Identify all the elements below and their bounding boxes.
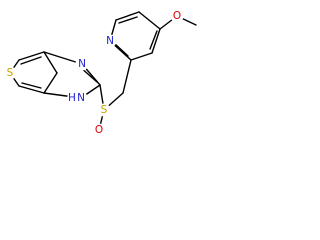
bond	[21, 82, 42, 89]
bond	[43, 51, 83, 65]
bond	[20, 56, 42, 65]
bond	[43, 51, 58, 74]
sulfinyl-sulfur-atom: S	[97, 103, 111, 117]
sulfinyl-oxygen-atom: O	[92, 123, 106, 137]
atom-label: N	[77, 92, 85, 104]
atom-label: N	[106, 35, 114, 47]
bond	[151, 28, 161, 54]
bond	[113, 42, 129, 57]
bond	[138, 11, 161, 30]
bond	[115, 11, 140, 21]
atom-label: S	[101, 104, 108, 116]
bond	[43, 72, 58, 94]
bond	[118, 16, 138, 24]
methoxy-oxygen-atom: O	[170, 9, 184, 23]
atom-labels: S N N H S O N O	[3, 9, 184, 137]
nh-hydrogen-atom: H	[67, 92, 77, 104]
bond	[149, 30, 158, 50]
bond	[18, 85, 45, 94]
atom-label: O	[95, 124, 103, 136]
atom-label: H	[68, 92, 76, 104]
bond	[122, 59, 132, 94]
atom-label: S	[7, 67, 14, 79]
imidazole-nh-nitrogen-atom: N	[74, 91, 88, 105]
imidazole-nitrogen-atom: N	[75, 57, 89, 71]
atom-label: N	[78, 58, 86, 70]
atom-label: O	[173, 10, 181, 22]
molecule-structure-diagram: S N N H S O N O	[3, 9, 197, 137]
bond	[130, 52, 153, 61]
bond	[18, 51, 45, 61]
pyridine-nitrogen-atom: N	[103, 34, 117, 48]
thiophene-sulfur-atom: S	[3, 66, 17, 80]
